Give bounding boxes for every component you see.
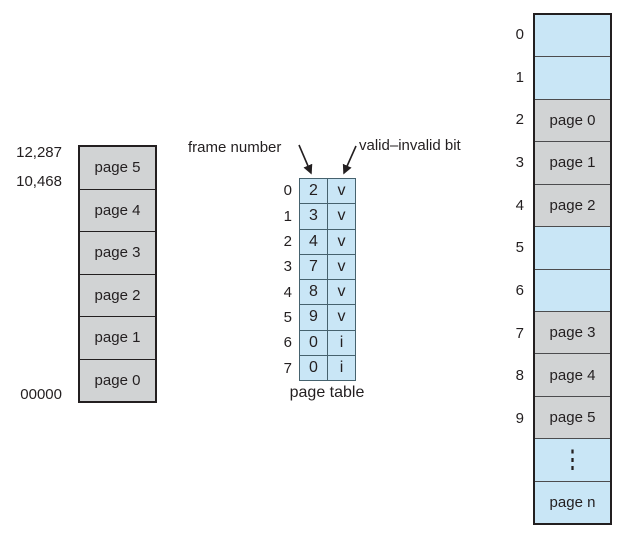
physical-memory-indices: 0 1 2 3 4 5 6 7 8 9: [492, 13, 524, 525]
page-table-row: 4 v: [300, 228, 355, 254]
logical-page-cell: page 4: [80, 188, 155, 231]
valid-bit-cell: v: [328, 179, 355, 204]
physical-frame-cell: page 3: [535, 310, 610, 354]
page-index-label: 4: [283, 283, 292, 301]
page-index-label: 3: [283, 258, 292, 276]
physical-frame-cell: page 1: [535, 141, 610, 184]
physical-frame-cell: [535, 226, 610, 269]
frame-index-label: 7: [515, 324, 524, 342]
physical-frame-cell: page 5: [535, 395, 610, 439]
page-table-row: 9 v: [300, 304, 355, 330]
page-table-row: 3 v: [300, 203, 355, 229]
frame-index-label: 2: [515, 111, 524, 129]
frame-cell: 8: [300, 280, 328, 305]
valid-bit-cell: v: [328, 229, 355, 254]
physical-frame-cell: page 4: [535, 353, 610, 396]
valid-bit-cell: v: [328, 280, 355, 305]
valid-bit-cell: v: [328, 254, 355, 279]
frame-index-label: 4: [515, 196, 524, 214]
physical-frame-cell: [535, 15, 610, 57]
page-table-indices: 0 1 2 3 4 5 6 7: [266, 178, 292, 381]
ellipsis-glyph: ⋮: [564, 447, 581, 474]
valid-bit-cell: i: [328, 355, 355, 380]
logical-page-cell: page 1: [80, 316, 155, 359]
page-table-row: 0 i: [300, 329, 355, 355]
address-label-bottom: 00000: [20, 386, 62, 403]
valid-bit-cell: v: [328, 305, 355, 330]
page-table: 2 v 3 v 4 v 7 v 8 v 9 v 0 i 0 i: [299, 178, 356, 381]
page-table-row: 8 v: [300, 279, 355, 305]
frame-index-label: [492, 440, 524, 483]
logical-page-cell: page 3: [80, 231, 155, 274]
physical-frame-cell: page n: [535, 480, 610, 524]
address-label-mid: 10,468: [16, 173, 62, 190]
logical-page-cell: page 5: [80, 147, 155, 189]
frame-index-label: [492, 482, 524, 525]
page-table-caption: page table: [289, 384, 365, 401]
physical-frame-cell: [535, 268, 610, 311]
frame-number-arrow: [298, 144, 313, 175]
logical-page-cell: page 2: [80, 273, 155, 316]
physical-frame-cell: [535, 56, 610, 99]
frame-cell: 3: [300, 204, 328, 229]
page-index-label: 5: [283, 309, 292, 327]
frame-index-label: 5: [515, 239, 524, 257]
frame-index-label: 6: [515, 281, 524, 299]
frame-cell: 9: [300, 305, 328, 330]
logical-page-cell: page 0: [80, 358, 155, 401]
physical-frame-cell: page 0: [535, 98, 610, 142]
frame-index-label: 8: [515, 367, 524, 385]
physical-memory-stack: page 0 page 1 page 2 page 3 page 4 page …: [533, 13, 612, 525]
frame-index-label: 3: [515, 153, 524, 171]
frame-cell: 7: [300, 254, 328, 279]
column-pointer-arrows: [298, 144, 357, 175]
page-index-label: 2: [283, 232, 292, 250]
frame-index-label: 9: [515, 409, 524, 427]
page-index-label: 6: [283, 334, 292, 352]
page-index-label: 1: [283, 207, 292, 225]
frame-cell: 0: [300, 330, 328, 355]
frame-cell: 4: [300, 229, 328, 254]
valid-bit-arrow: [342, 145, 357, 175]
valid-bit-cell: i: [328, 330, 355, 355]
page-table-row: 2 v: [300, 179, 355, 204]
frame-index-label: 0: [515, 25, 524, 43]
page-index-label: 0: [283, 182, 292, 200]
ellipsis-cell: ⋮: [535, 438, 610, 481]
frame-number-label: frame number: [188, 139, 282, 156]
logical-memory-stack: page 5 page 4 page 3 page 2 page 1 page …: [78, 145, 157, 403]
frame-index-label: 1: [515, 68, 524, 86]
page-table-row: 0 i: [300, 354, 355, 380]
page-table-row: 7 v: [300, 253, 355, 279]
valid-invalid-bit-label: valid–invalid bit: [359, 137, 461, 154]
page-index-label: 7: [283, 359, 292, 377]
valid-bit-cell: v: [328, 204, 355, 229]
address-label-top: 12,287: [16, 144, 62, 161]
frame-cell: 0: [300, 355, 328, 380]
frame-cell: 2: [300, 179, 328, 204]
physical-frame-cell: page 2: [535, 183, 610, 227]
